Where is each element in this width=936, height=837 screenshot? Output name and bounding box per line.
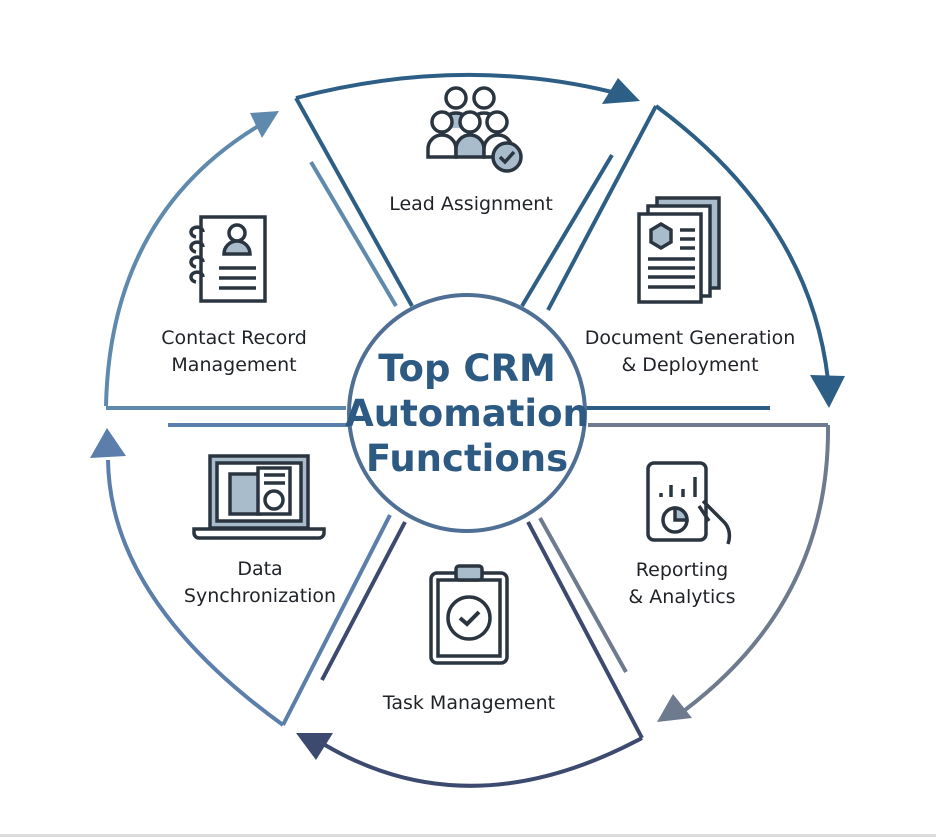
arrow-head-top <box>602 78 640 104</box>
arrow-head-top-left <box>250 111 279 138</box>
label-line: Management <box>171 354 297 376</box>
diagram-title: Top CRM Automation Functions <box>345 346 589 481</box>
segment-outline-task-right <box>526 521 644 739</box>
title-line-3: Functions <box>365 437 569 480</box>
arrow-head-bottom <box>296 733 333 760</box>
cycle-arrows <box>90 72 845 788</box>
segment-dividers <box>106 97 828 739</box>
segment-outline-lead <box>294 97 414 307</box>
arrow-head-left <box>90 428 126 458</box>
segment-outline-contact <box>309 160 398 308</box>
title-line-1: Top CRM <box>378 347 556 390</box>
segment-outline-lead-right <box>520 153 614 308</box>
arrow-arc-top-right <box>654 104 830 381</box>
label-line: & Analytics <box>628 586 736 608</box>
stacked-documents-icon <box>637 196 721 304</box>
label-line: Contact Record <box>161 327 307 349</box>
title-line-2: Automation <box>345 392 589 435</box>
segment-outline-doc <box>546 105 658 311</box>
arrow-arc-bottom <box>323 736 643 788</box>
laptop-documents-icon <box>192 454 326 540</box>
arrow-head-right <box>810 375 845 408</box>
clipboard-check-icon <box>429 564 509 665</box>
label-line: Document Generation <box>584 327 796 349</box>
segment-label-contact-record: Contact Record Management <box>161 325 307 379</box>
contact-notebook-icon <box>189 215 267 303</box>
label-line: Lead Assignment <box>389 193 553 215</box>
segment-label-lead-assignment: Lead Assignment <box>389 191 553 218</box>
center-circle <box>347 293 587 533</box>
label-line: Synchronization <box>183 585 337 607</box>
label-line: & Deployment <box>621 354 759 376</box>
label-line: Data <box>237 558 283 580</box>
label-line: Task Management <box>382 692 556 714</box>
arrow-head-bottom-right <box>657 694 692 722</box>
bottom-border <box>0 834 936 837</box>
report-chart-hand-icon <box>646 461 732 545</box>
segment-outline-report <box>538 517 628 673</box>
people-group-check-icon <box>426 86 523 173</box>
segment-outline-data <box>281 514 392 726</box>
arrow-arc-bottom-right <box>683 424 831 712</box>
segment-outline-task-left <box>320 521 407 681</box>
segment-label-task-management: Task Management <box>383 690 555 717</box>
segment-label-document-generation: Document Generation & Deployment <box>585 325 795 379</box>
arrow-arc-top <box>295 72 613 100</box>
label-line: Reporting <box>635 559 729 581</box>
segment-label-reporting-analytics: Reporting & Analytics <box>628 557 735 611</box>
arrow-arc-top-left <box>104 123 262 407</box>
segment-label-data-synchronization: Data Synchronization <box>184 556 336 610</box>
arrow-arc-bottom-left <box>106 459 285 727</box>
